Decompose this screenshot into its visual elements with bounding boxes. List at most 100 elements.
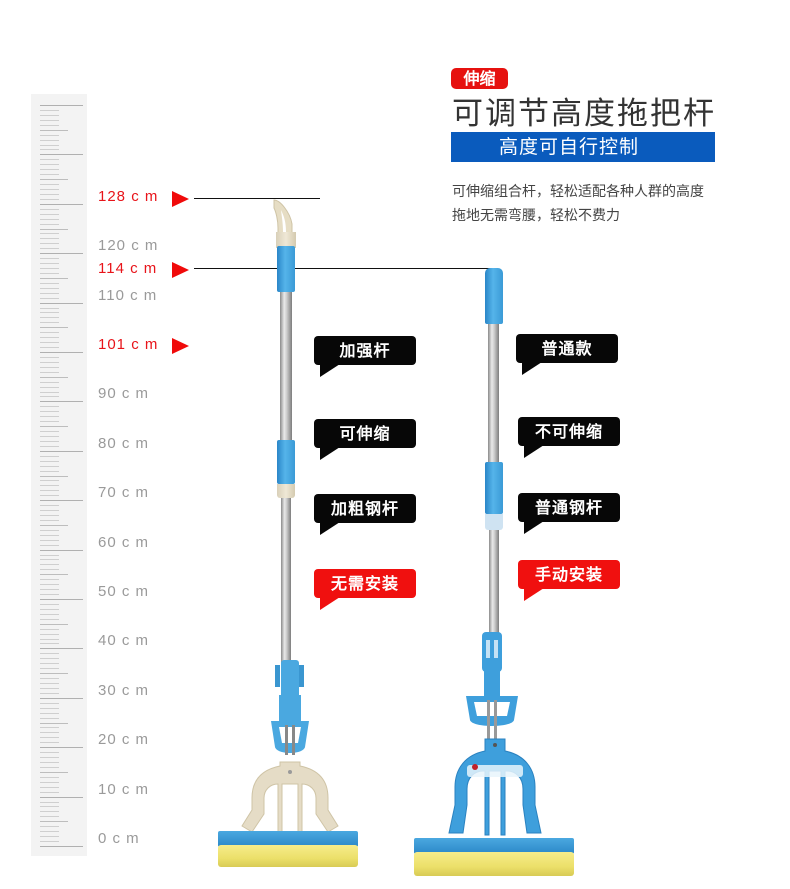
ruler-tick <box>40 376 68 378</box>
ruler-tick <box>40 544 59 546</box>
ruler-tick <box>40 431 59 433</box>
ruler-tick <box>40 352 83 353</box>
ruler-tick <box>40 129 68 131</box>
ruler-tick <box>40 366 59 368</box>
ruler-tick <box>40 678 59 680</box>
mop-frame <box>241 761 339 833</box>
ruler-tick <box>40 831 59 833</box>
ruler-tick <box>40 638 59 640</box>
feature-bubble-manual-install: 手动安装 <box>518 560 620 601</box>
ruler-tick <box>40 332 59 334</box>
ruler-tick <box>40 841 59 843</box>
ruler-tick <box>40 356 59 358</box>
ruler-tick <box>40 179 68 181</box>
ruler-tick <box>40 569 59 571</box>
ruler-tick <box>40 317 59 319</box>
scale-label-30: 30 c m <box>98 682 150 699</box>
ruler-tick <box>40 421 59 423</box>
ruler-tick <box>40 307 59 309</box>
height-line-128 <box>194 198 320 199</box>
ruler-tick <box>40 554 59 556</box>
ruler-tick <box>40 435 59 437</box>
ruler-tick <box>40 426 68 428</box>
ruler-tick <box>40 114 59 116</box>
ruler-tick <box>40 628 59 630</box>
ruler-tick <box>40 811 59 813</box>
feature-bubble-retractable: 可伸缩 <box>314 419 416 460</box>
ruler-tick <box>40 188 59 190</box>
scale-label-10: 10 c m <box>98 781 150 798</box>
ruler-tick <box>40 757 59 759</box>
sponge-head <box>218 845 358 867</box>
ruler-tick <box>40 465 59 467</box>
ruler-tick <box>40 702 59 704</box>
ruler-tick <box>40 796 83 798</box>
ruler-tick <box>40 416 59 418</box>
ruler-tick <box>40 203 83 205</box>
ruler-tick <box>40 277 68 279</box>
measuring-ruler <box>31 94 87 856</box>
ruler-tick <box>40 460 59 462</box>
ruler-tick <box>40 475 68 477</box>
description-line: 可伸缩组合杆，轻松适配各种人群的高度 <box>452 184 704 200</box>
mop-frame <box>448 738 542 836</box>
ruler-tick <box>40 529 59 531</box>
scale-label-40: 40 c m <box>98 632 150 649</box>
ruler-tick <box>40 613 59 615</box>
grip-sleeve <box>485 268 503 324</box>
pole-upper <box>488 324 499 464</box>
sponge-head <box>414 852 574 876</box>
grip-sleeve <box>277 246 295 292</box>
ruler-tick <box>40 213 59 215</box>
ruler-tick <box>40 712 59 714</box>
scale-label-120: 120 c m <box>98 237 159 254</box>
ruler-tick <box>40 776 59 778</box>
ruler-tick <box>40 396 59 398</box>
ruler-tick <box>40 697 83 699</box>
ruler-tick <box>40 490 59 492</box>
ruler-tick <box>40 109 59 111</box>
ruler-tick <box>40 519 59 521</box>
feature-bubble-thick-steel: 加粗钢杆 <box>314 494 416 535</box>
ruler-tick <box>40 826 59 828</box>
ruler-tick <box>40 119 59 121</box>
scale-label-50: 50 c m <box>98 583 150 600</box>
ruler-tick <box>40 707 59 709</box>
ruler-tick <box>40 144 59 146</box>
scale-label-20: 20 c m <box>98 731 150 748</box>
ruler-tick <box>40 682 59 684</box>
ruler-tick <box>40 411 59 413</box>
feature-bubble-non-retractable: 不可伸缩 <box>518 417 620 458</box>
scale-label-70: 70 c m <box>98 484 150 501</box>
ruler-tick <box>40 599 83 600</box>
scale-label-90: 90 c m <box>98 385 150 402</box>
ruler-tick <box>40 218 59 220</box>
ruler-tick <box>40 193 59 195</box>
arrow-right-icon <box>172 338 189 354</box>
ruler-tick <box>40 594 59 596</box>
ruler-tick <box>40 579 59 581</box>
ruler-tick <box>40 495 59 497</box>
page-title: 可调节高度拖把杆 <box>452 96 716 132</box>
ruler-tick <box>40 559 59 561</box>
ruler-tick <box>40 766 59 768</box>
ruler-tick <box>40 801 59 803</box>
ruler-tick <box>40 663 59 665</box>
ruler-tick <box>40 297 59 299</box>
ruler-tick <box>40 445 59 447</box>
ruler-tick <box>40 727 59 729</box>
ruler-tick <box>40 312 59 314</box>
sponge-clamp <box>414 838 574 854</box>
ruler-tick <box>40 722 68 724</box>
ruler-tick <box>40 253 83 255</box>
arrow-right-icon <box>172 191 189 207</box>
ruler-tick <box>40 574 68 576</box>
subtitle-banner: 高度可自行控制 <box>451 132 715 162</box>
description-line: 拖地无需弯腰，轻松不费力 <box>452 208 620 224</box>
scale-label-0: 0 c m <box>98 830 140 847</box>
ruler-tick <box>40 371 59 373</box>
feature-bubble-standard: 普通款 <box>516 334 618 375</box>
ruler-tick <box>40 791 59 793</box>
ruler-tick <box>40 470 59 472</box>
height-marker-128: 128 c m <box>98 188 159 205</box>
